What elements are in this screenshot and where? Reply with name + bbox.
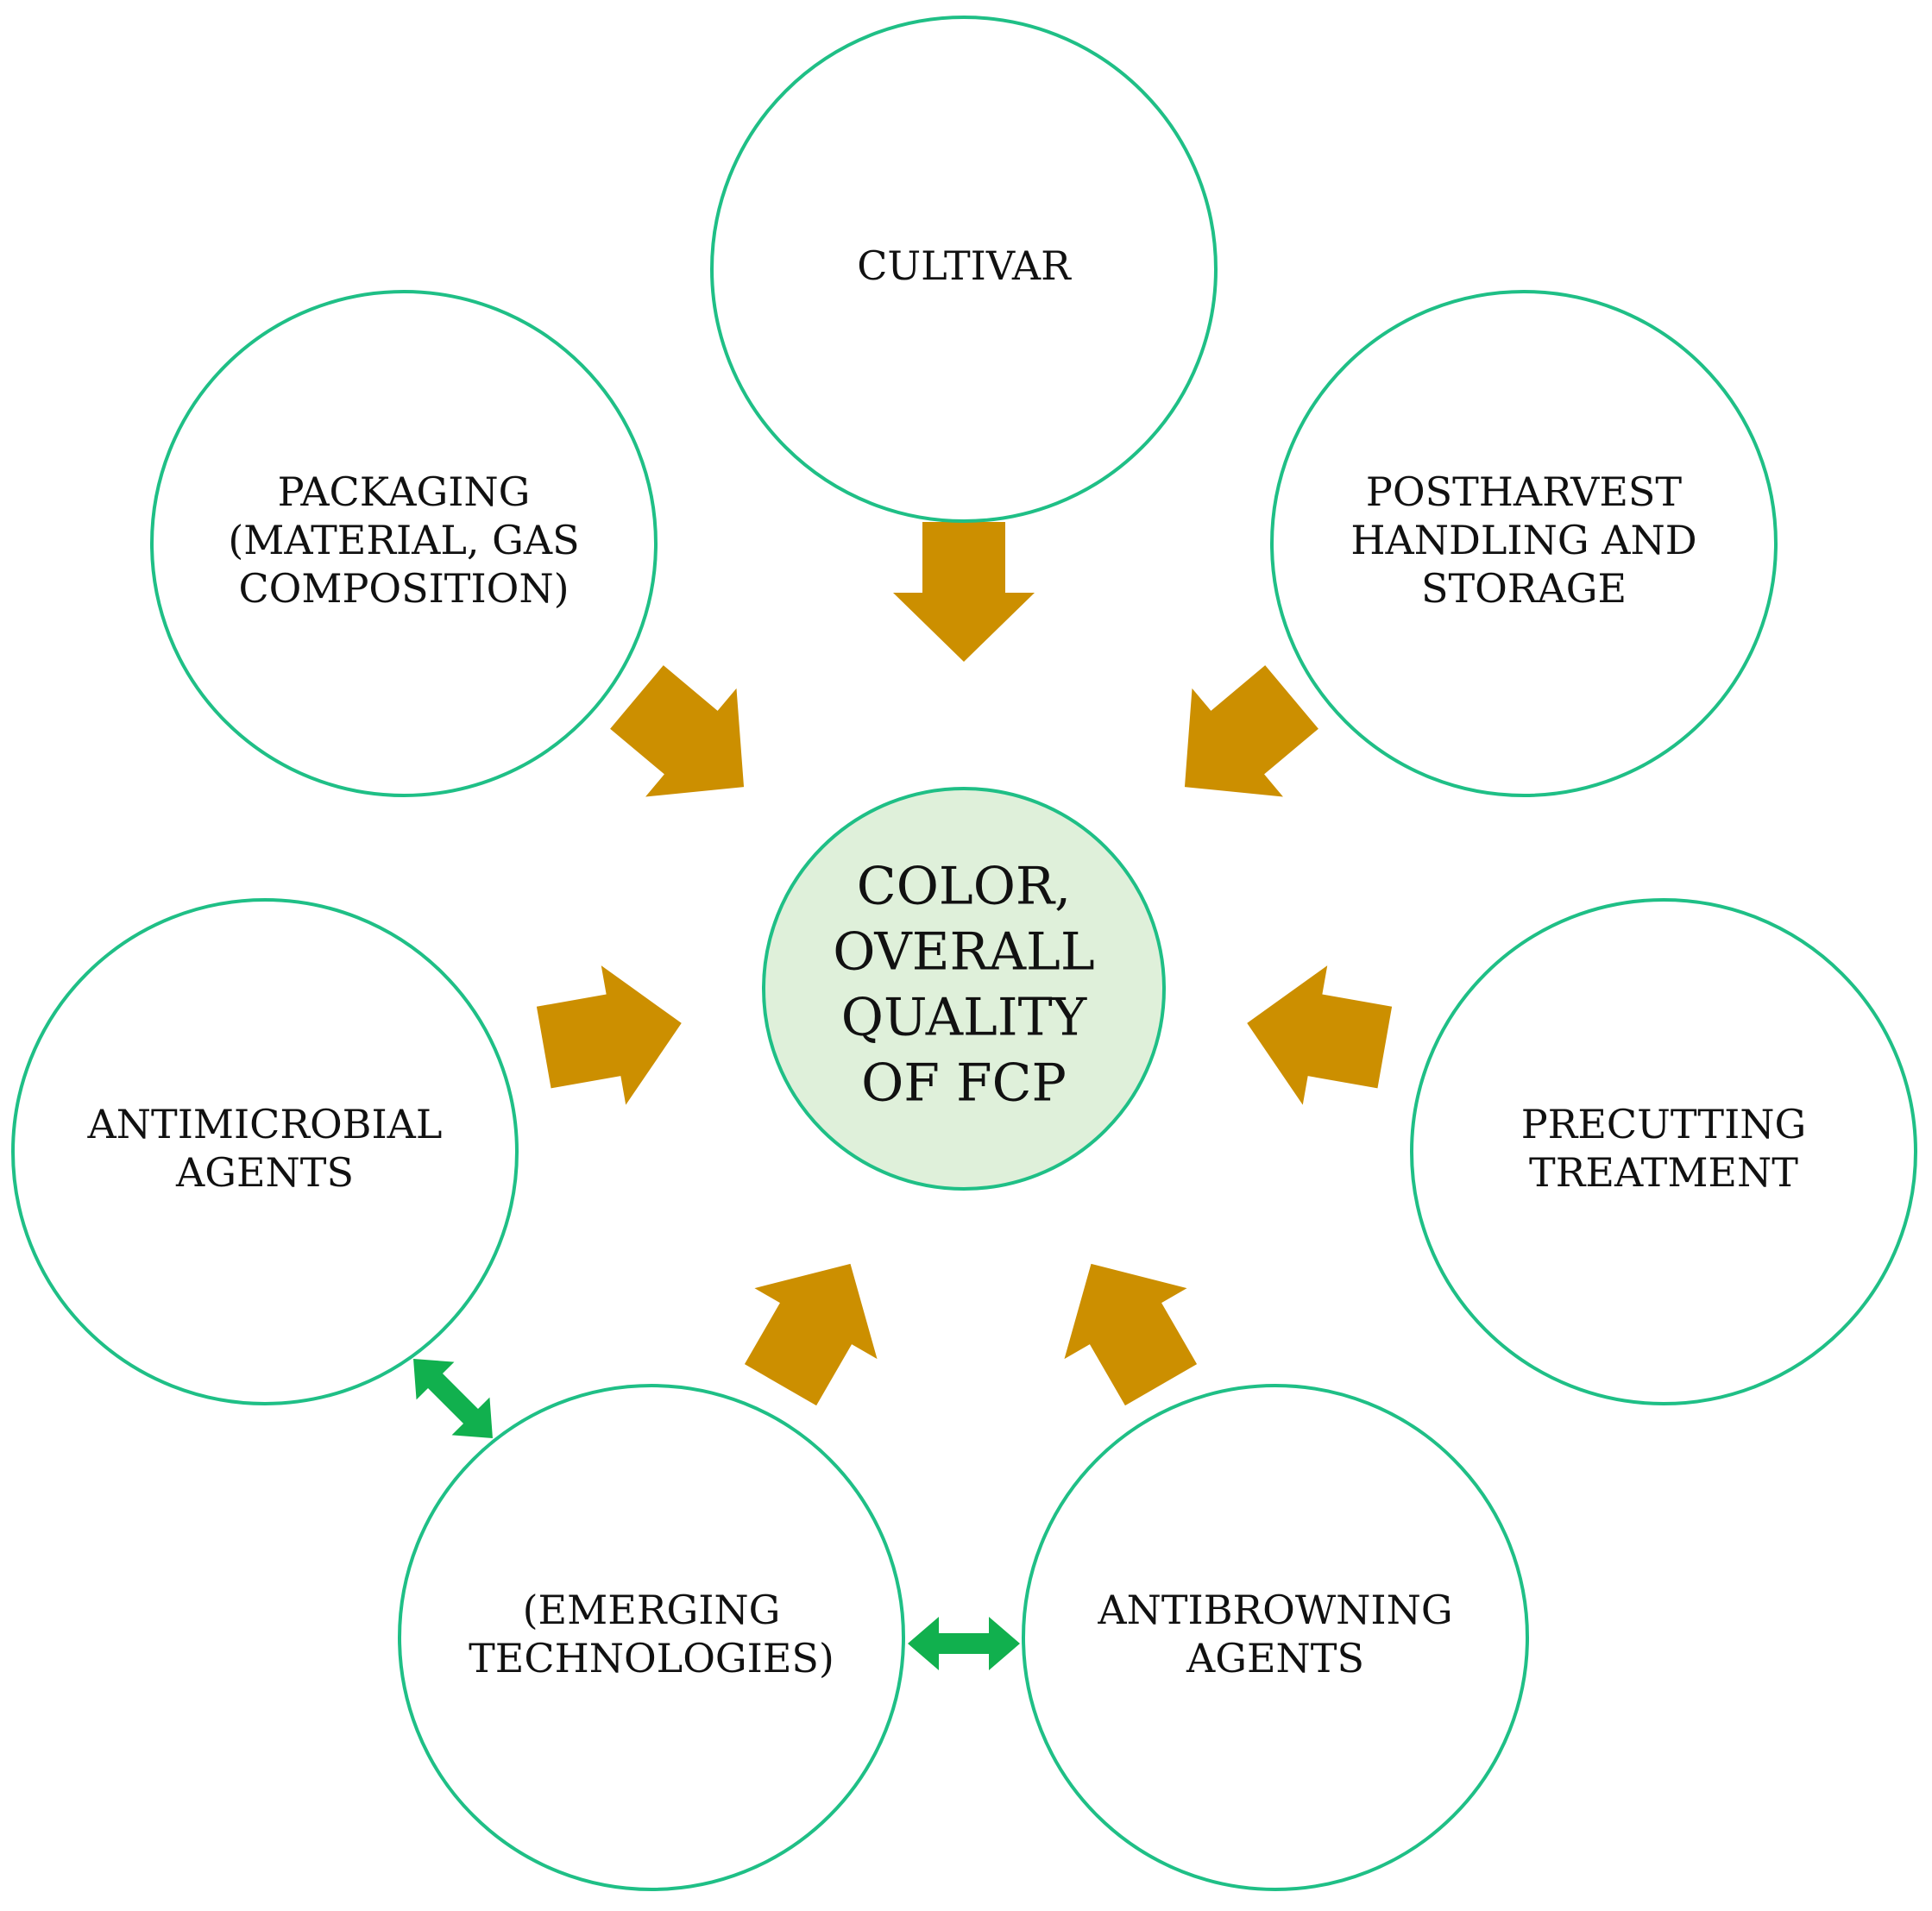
factor-label-line: AGENTS [1186, 1635, 1364, 1682]
factor-label-line: CULTIVAR [857, 242, 1072, 289]
center-label-line: COLOR, [857, 857, 1071, 917]
factor-circle [1270, 290, 1778, 797]
link-arrow-antimicrobial-emerging [413, 1359, 493, 1438]
influence-arrow-antimicrobial [536, 965, 682, 1105]
factor-label-line: TECHNOLOGIES) [469, 1635, 834, 1682]
factor-circle [150, 290, 658, 797]
arrow-layer [413, 522, 1393, 1670]
link-arrow-emerging-antibrowning [908, 1617, 1020, 1670]
center-label-line: OVERALL [833, 922, 1094, 983]
factor-label-line: (EMERGING [523, 1587, 781, 1633]
influence-arrow-precutting [1247, 965, 1393, 1105]
factor-label-line: HANDLING AND [1350, 517, 1696, 563]
factor-node-cultivar: CULTIVAR [710, 16, 1218, 523]
factor-label-line: PRECUTTING [1521, 1101, 1807, 1147]
center-circle [762, 787, 1166, 1191]
factor-circle [710, 16, 1218, 523]
factor-label-line: POSTHARVEST [1366, 468, 1682, 515]
influence-arrow-cultivar [893, 522, 1035, 662]
factor-circle [1410, 898, 1917, 1405]
factor-label-line: COMPOSITION) [238, 565, 569, 612]
factor-label-line: STORAGE [1421, 565, 1627, 612]
factor-label-line: ANTIBROWNING [1097, 1587, 1452, 1633]
factor-label-line: AGENTS [175, 1149, 354, 1196]
factor-label-line: (MATERIAL, GAS [228, 517, 579, 563]
center-label-line: QUALITY [841, 988, 1088, 1048]
influence-arrow-antibrowning [1064, 1263, 1198, 1406]
factor-circle [11, 898, 519, 1405]
factor-label-line: PACKAGING [278, 468, 531, 515]
influence-arrow-packaging [610, 665, 745, 797]
influence-arrow-emerging [744, 1263, 878, 1406]
center-label-line: OF FCP [861, 1053, 1067, 1114]
factor-label-line: TREATMENT [1529, 1149, 1798, 1196]
influence-arrow-postharvest [1184, 665, 1318, 797]
factor-circle [398, 1384, 905, 1891]
factor-circle [1022, 1384, 1529, 1891]
factor-label-line: ANTIMICROBIAL [87, 1101, 443, 1147]
